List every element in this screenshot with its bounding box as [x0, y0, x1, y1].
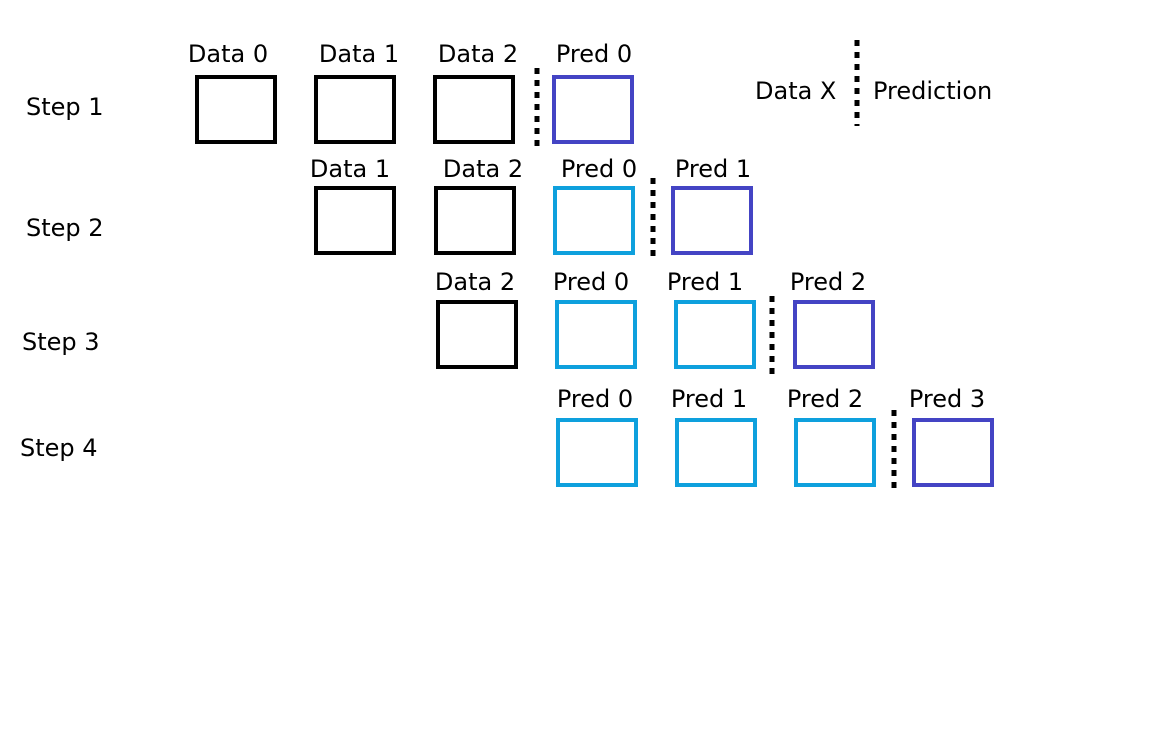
- step-label: Step 3: [22, 328, 100, 356]
- step-row-2: Step 2 Data 1 Data 2 Pred 0 Pred 1: [26, 155, 753, 262]
- cell-label: Pred 0: [553, 268, 629, 296]
- legend-prediction-label: Prediction: [873, 77, 992, 105]
- prediction-box: [553, 186, 635, 255]
- cell-label: Pred 1: [675, 155, 751, 183]
- cell-label: Data 2: [435, 268, 515, 296]
- cell-label: Pred 0: [556, 40, 632, 68]
- cell-label: Data 1: [319, 40, 399, 68]
- step-label: Step 2: [26, 214, 104, 242]
- prediction-box: [556, 418, 638, 487]
- cell-data: Data 0: [188, 40, 277, 144]
- cell-data: Data 1: [310, 155, 396, 255]
- prediction-box: [674, 300, 756, 369]
- cell-prediction: Pred 3: [909, 385, 994, 487]
- cell-label: Data 2: [438, 40, 518, 68]
- cell-label: Pred 2: [790, 268, 866, 296]
- prediction-box: [794, 418, 876, 487]
- data-box: [195, 75, 277, 144]
- cell-label: Data 0: [188, 40, 268, 68]
- data-box: [433, 75, 515, 144]
- cell-label: Data 1: [310, 155, 390, 183]
- prediction-box: [675, 418, 757, 487]
- cell-prediction: Pred 1: [671, 155, 753, 255]
- cell-prediction: Pred 2: [787, 385, 876, 487]
- cell-label: Pred 1: [667, 268, 743, 296]
- cell-prediction: Pred 2: [790, 268, 875, 369]
- step-row-4: Step 4 Pred 0 Pred 1 Pred 2 Pred 3: [20, 385, 994, 494]
- step-row-1: Step 1 Data 0 Data 1 Data 2 Pred 0: [26, 40, 634, 152]
- cell-data: Data 1: [314, 40, 399, 144]
- cell-prediction: Pred 0: [552, 40, 634, 144]
- cell-prediction: Pred 0: [553, 155, 637, 255]
- step-label: Step 4: [20, 434, 98, 462]
- cell-prediction: Pred 1: [671, 385, 757, 487]
- data-box: [434, 186, 516, 255]
- cell-prediction: Pred 1: [667, 268, 756, 369]
- data-box: [314, 75, 396, 144]
- cell-prediction: Pred 0: [556, 385, 638, 487]
- cell-data: Data 2: [434, 155, 523, 255]
- data-box: [436, 300, 518, 369]
- prediction-box: [552, 75, 634, 144]
- cell-prediction: Pred 0: [553, 268, 637, 369]
- step-label: Step 1: [26, 93, 104, 121]
- data-box: [314, 186, 396, 255]
- legend: Data X Prediction: [755, 40, 992, 126]
- cell-data: Data 2: [433, 40, 518, 144]
- cell-label: Pred 0: [557, 385, 633, 413]
- prediction-box: [912, 418, 994, 487]
- prediction-box: [671, 186, 753, 255]
- cell-label: Pred 1: [671, 385, 747, 413]
- prediction-box: [555, 300, 637, 369]
- cell-label: Data 2: [443, 155, 523, 183]
- cell-label: Pred 0: [561, 155, 637, 183]
- legend-data-label: Data X: [755, 77, 836, 105]
- cell-label: Pred 3: [909, 385, 985, 413]
- prediction-box: [793, 300, 875, 369]
- cell-label: Pred 2: [787, 385, 863, 413]
- cell-data: Data 2: [435, 268, 518, 369]
- step-row-3: Step 3 Data 2 Pred 0 Pred 1 Pred 2: [22, 268, 875, 380]
